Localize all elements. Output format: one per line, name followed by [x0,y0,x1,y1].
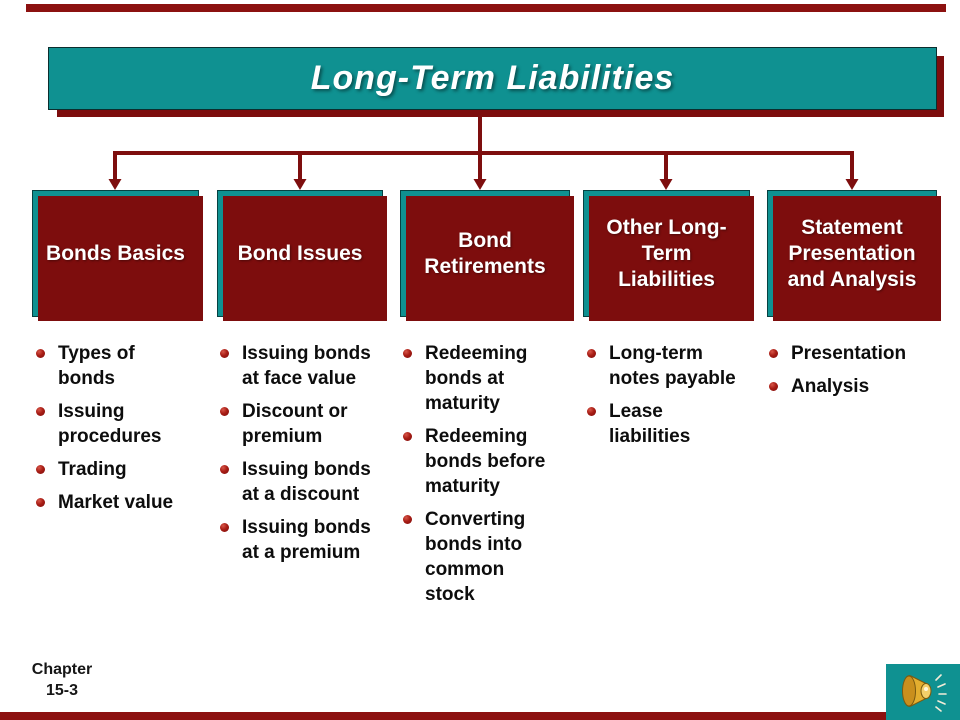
bullet-text: Types of bonds [58,343,135,389]
heading-label: Other Long- Term Liabilities [606,215,727,291]
bullet-icon [403,515,412,524]
bullet-text: Issuing bonds at a discount [242,459,371,505]
audio-tile [886,664,960,720]
bullet-text: Redeeming bonds at maturity [425,343,528,414]
list-item: Trading [36,457,221,482]
list-item: Analysis [769,374,944,399]
list-item: Issuing bonds at face value [220,341,400,391]
bullet-text: Trading [58,459,127,480]
list-item: Lease liabilities [587,399,772,449]
speaker-icon[interactable] [899,670,947,714]
bullet-icon [36,407,45,416]
arrow-down-icon [108,179,122,190]
bullet-icon [220,349,229,358]
bullet-text: Issuing bonds at a premium [242,517,371,563]
list-item: Types of bonds [36,341,221,391]
bullet-text: Issuing procedures [58,401,162,447]
bullet-text: Issuing bonds at face value [242,343,371,389]
heading-label: Bonds Basics [46,241,185,265]
heading-box-bond-retirements: Bond Retirements [400,190,574,321]
connector-lines [108,115,859,190]
list-item: Issuing procedures [36,399,221,449]
bullet-text: Market value [58,492,174,513]
bullet-icon [403,432,412,441]
chapter-word: Chapter [31,661,93,678]
arrow-down-icon [473,179,487,190]
bullet-icon [587,349,596,358]
bullet-text: Analysis [791,376,870,397]
slide-title-box: Long-Term Liabilities [48,47,937,110]
arrow-down-icon [659,179,673,190]
bullet-icon [769,349,778,358]
chapter-number: 15-3 [45,682,79,699]
heading-box-statement-presentation: Statement Presentation and Analysis [767,190,941,321]
heading-label: Bond Retirements [424,228,546,278]
arrow-down-icon [293,179,307,190]
heading-box-bonds-basics: Bonds Basics [32,190,203,321]
chapter-label: Chapter 15-3 [18,659,106,701]
bullet-icon [769,382,778,391]
bullet-icon [587,407,596,416]
bullet-text: Discount or premium [242,401,348,447]
bullet-icon [36,465,45,474]
list-item: Discount or premium [220,399,400,449]
bullet-icon [403,349,412,358]
bullet-text: Redeeming bonds before maturity [425,426,546,497]
bullet-icon [220,465,229,474]
bullet-icon [36,498,45,507]
bullet-text: Lease liabilities [609,401,691,447]
bullet-icon [220,407,229,416]
list-item: Long-term notes payable [587,341,772,391]
heading-label: Bond Issues [237,241,363,265]
list-item: Redeeming bonds before maturity [403,424,578,499]
list-item: Converting bonds into common stock [403,507,578,607]
heading-label: Statement Presentation and Analysis [787,215,917,291]
list-item: Issuing bonds at a discount [220,457,400,507]
bottom-accent-bar [0,712,960,720]
list-item: Issuing bonds at a premium [220,515,400,565]
bullet-icon [220,523,229,532]
list-item: Presentation [769,341,944,366]
list-item: Redeeming bonds at maturity [403,341,578,416]
list-item: Market value [36,490,221,515]
bullet-text: Long-term notes payable [609,343,736,389]
heading-box-other-long-term-liabilities: Other Long- Term Liabilities [583,190,754,321]
top-accent-bar [26,4,946,12]
heading-box-bond-issues: Bond Issues [217,190,387,321]
arrow-down-icon [845,179,859,190]
bullet-text: Presentation [791,343,907,364]
bullet-text: Converting bonds into common stock [425,509,526,605]
bullet-icon [36,349,45,358]
page-title: Long-Term Liabilities [310,59,675,97]
